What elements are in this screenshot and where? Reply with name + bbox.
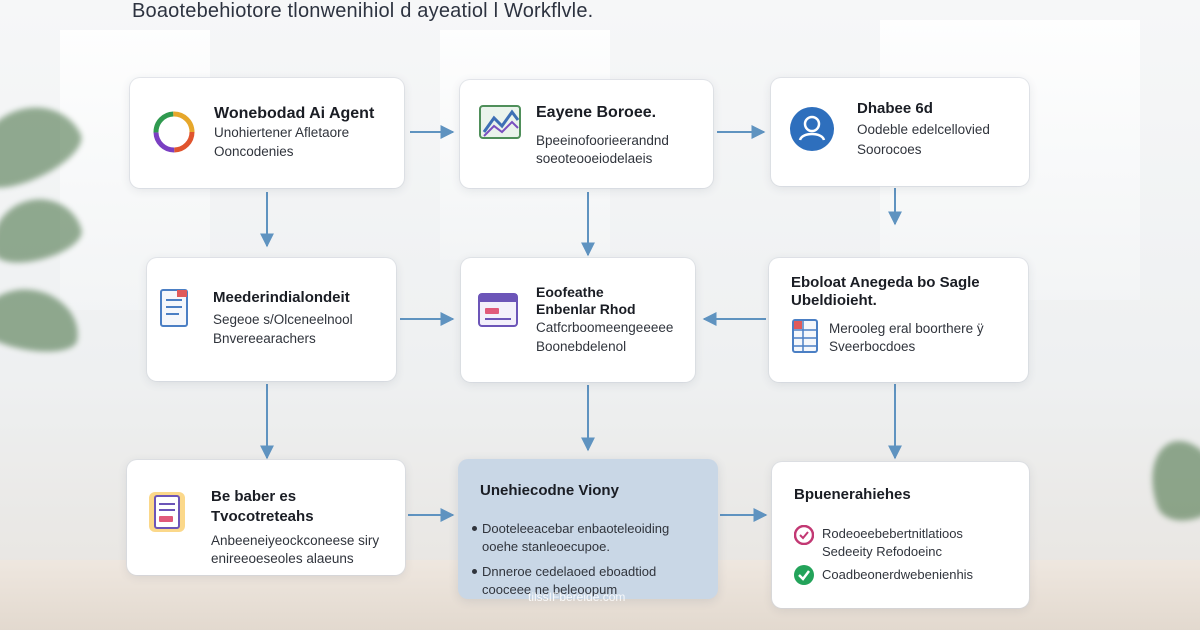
card-text: Merooleg eral boorthere ÿ (829, 321, 984, 336)
card-text: Oodeble edelcellovied (857, 122, 990, 137)
card-heading: Wonebodad Ai Agent (214, 105, 375, 122)
card-text: enireeoeseoles alaeuns (211, 551, 354, 566)
color-ring-icon (153, 111, 195, 153)
card-heading: Be baber es (211, 488, 297, 505)
bullet-dot (472, 526, 477, 531)
card-text: Unohiertener Afletaore (214, 125, 350, 140)
card-text: Soorocoes (857, 142, 922, 157)
status-text: Rodeoeebebertnitlatioos (822, 526, 963, 541)
chart-icon (479, 105, 521, 139)
check-circle-icon (794, 565, 814, 585)
card-heading: Enbenlar Rhod (536, 301, 636, 317)
spreadsheet-icon (792, 319, 818, 353)
user-card[interactable]: Dhabee 6d Oodeble edelcellovied Soorocoe… (771, 78, 1029, 186)
status-text: Coadbeonerdwebenienhis (822, 567, 974, 582)
card-text: ooehe stanleoecupoe. (482, 539, 610, 554)
bullet-dot (472, 569, 477, 574)
card-text: cooceee ne beleoopum (482, 582, 618, 597)
card-text: Dooteleeacebar enbaoteleoiding (482, 521, 670, 536)
card-heading: Meederindialondeit (213, 289, 350, 306)
card-text: Catfcrboomeengeeeee (536, 320, 674, 335)
watermark: tilssIFbereide.com (528, 590, 626, 604)
card-text: Segeoe s/Olceneelnool (213, 312, 353, 327)
outcome-card[interactable]: Bpuenerahiehes Rodeoeebebertnitlatioos S… (772, 462, 1029, 608)
report-card[interactable]: Be baber es Tvocotreteahs Anbeeneiyeockc… (127, 460, 405, 575)
agent-card[interactable]: Wonebodad Ai Agent Unohiertener Afletaor… (130, 78, 404, 188)
card-text: Boonebdelenol (536, 339, 627, 354)
report-icon (149, 492, 185, 532)
status-text: Sedeeity Refodoeinc (822, 544, 942, 559)
alert-circle-icon (794, 525, 814, 545)
page-title: Boaotebehiotore tlonwenihiol d ayeatiol … (132, 0, 594, 22)
card-text: Dnneroe cedelaoed eboadtiod (482, 564, 657, 579)
card-text: Anbeeneiyeockconeese siry (211, 533, 380, 548)
card-text: Ooncodenies (214, 144, 294, 159)
user-avatar-icon (790, 107, 834, 151)
card-heading: Dhabee 6d (857, 100, 933, 117)
card-heading: Unehiecodne Viony (480, 482, 619, 499)
card-heading: Eboloat Anegeda bo Sagle (791, 274, 980, 291)
card-text: Bnvereearachers (213, 331, 316, 346)
card-text: Bpeeinofoorieerandnd (536, 133, 669, 148)
card-heading: Eoofeathe (536, 284, 604, 300)
summary-card[interactable]: Unehiecodne Viony Dooteleeacebar enbaote… (458, 459, 718, 599)
card-heading: Tvocotreteahs (211, 508, 314, 525)
document-card[interactable]: Meederindialondeit Segeoe s/Olceneelnool… (147, 258, 396, 381)
spreadsheet-card[interactable]: Eboloat Anegeda bo Sagle Ubeldioieht. Me… (769, 258, 1028, 382)
card-heading: Eayene Boroee. (536, 104, 657, 121)
data-card[interactable]: Eayene Boroee. Bpeeinofoorieerandnd soeo… (460, 80, 713, 188)
calendar-card[interactable]: Eoofeathe Enbenlar Rhod Catfcrboomeengee… (461, 258, 695, 382)
document-icon (160, 289, 188, 327)
card-heading: Bpuenerahiehes (794, 486, 911, 503)
card-text: soeoteooeiodelaeis (536, 151, 653, 166)
card-text: Sveerbocdoes (829, 339, 916, 354)
card-heading: Ubeldioieht. (791, 292, 877, 309)
calendar-form-icon (478, 293, 518, 327)
